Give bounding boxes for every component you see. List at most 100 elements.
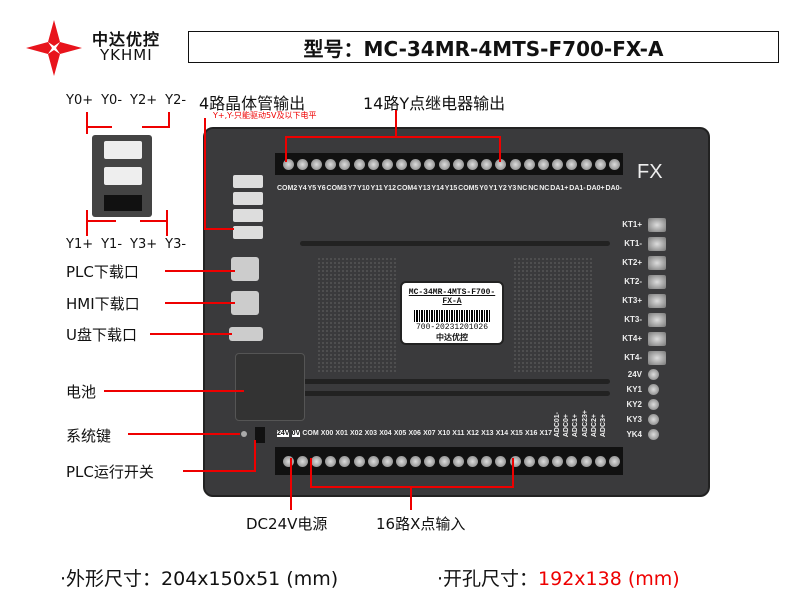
terminal-label: Y15 <box>444 185 458 192</box>
terminal-screw[interactable] <box>647 312 666 327</box>
terminal-screw[interactable] <box>282 158 294 170</box>
terminal-screw[interactable] <box>647 369 659 380</box>
terminal-label: X14 <box>495 430 509 437</box>
terminal-screw[interactable] <box>467 455 479 467</box>
terminal-screw[interactable] <box>647 414 659 425</box>
terminal-label: X01 <box>335 430 348 437</box>
terminal-screw[interactable] <box>282 455 294 467</box>
terminal-label: X06 <box>408 430 421 437</box>
terminal-label: X00 <box>320 430 334 437</box>
terminal-label: X07 <box>423 430 436 437</box>
terminal-screw[interactable] <box>310 455 322 467</box>
terminal-screw[interactable] <box>381 158 393 170</box>
terminal-screw[interactable] <box>367 455 379 467</box>
terminal-screw[interactable] <box>647 293 666 308</box>
terminal-screw[interactable] <box>647 429 659 440</box>
terminal-screw[interactable] <box>580 158 592 170</box>
terminal-screw[interactable] <box>509 455 521 467</box>
battery-cover[interactable] <box>235 353 305 421</box>
terminal-screw[interactable] <box>381 455 393 467</box>
terminal-screw[interactable] <box>296 158 308 170</box>
terminal-screw[interactable] <box>580 455 592 467</box>
barcode <box>414 310 490 322</box>
terminal-screw[interactable] <box>566 158 578 170</box>
terminal-screw[interactable] <box>647 255 666 270</box>
terminal-screw[interactable] <box>509 158 521 170</box>
terminal-screw[interactable] <box>647 274 666 289</box>
terminal-label: KY3 <box>626 415 642 424</box>
terminal-screw[interactable] <box>594 158 606 170</box>
terminal-screw[interactable] <box>647 217 666 232</box>
terminal-screw[interactable] <box>552 158 564 170</box>
terminal-label: DA1- <box>569 185 586 192</box>
terminal-screw[interactable] <box>523 158 535 170</box>
terminal-label: COM3 <box>326 185 347 192</box>
terminal-screw[interactable] <box>608 455 620 467</box>
y-bottom-labels: Y1+ Y1- Y3+ Y3- <box>66 237 186 252</box>
usb-a-port[interactable] <box>229 327 263 341</box>
terminal-label: X15 <box>510 430 523 437</box>
terminal-screw[interactable] <box>608 158 620 170</box>
terminal-label: COM4 <box>396 185 418 192</box>
terminal-screw[interactable] <box>495 455 507 467</box>
terminal-screw[interactable] <box>424 158 436 170</box>
plc-usb-port[interactable] <box>231 257 259 281</box>
terminal-screw[interactable] <box>647 350 666 365</box>
terminal-screw[interactable] <box>367 158 379 170</box>
terminal-label: KT4- <box>624 353 642 362</box>
terminal-screw[interactable] <box>438 158 450 170</box>
system-key[interactable] <box>241 431 247 437</box>
terminal-label: YK4 <box>626 430 642 439</box>
label-brand: 中达优控 <box>436 333 468 342</box>
terminal-screw[interactable] <box>339 158 351 170</box>
terminal-label: Y6 <box>317 185 326 192</box>
y-label: Y2+ <box>130 93 158 108</box>
terminal-screw[interactable] <box>552 455 564 467</box>
terminal-screw[interactable] <box>325 455 337 467</box>
terminal-label: KY1 <box>626 385 642 394</box>
terminal-screw[interactable] <box>481 455 493 467</box>
speaker-grille <box>513 257 593 372</box>
top-terminal-strip <box>275 153 623 175</box>
terminal-screw[interactable] <box>481 158 493 170</box>
y-label: Y3+ <box>130 237 158 252</box>
terminal-screw[interactable] <box>647 384 659 395</box>
run-switch[interactable] <box>255 427 265 443</box>
terminal-label: Y5 <box>307 185 317 192</box>
terminal-screw[interactable] <box>467 158 479 170</box>
terminal-screw[interactable] <box>296 455 308 467</box>
system-key-label: 系统键 <box>66 427 112 445</box>
terminal-screw[interactable] <box>396 455 408 467</box>
terminal-screw[interactable] <box>424 455 436 467</box>
terminal-screw[interactable] <box>325 158 337 170</box>
terminal-screw[interactable] <box>339 455 351 467</box>
terminal-screw[interactable] <box>647 399 659 410</box>
terminal-screw[interactable] <box>353 455 365 467</box>
terminal-label: ADC23+ <box>581 409 589 437</box>
terminal-screw[interactable] <box>310 158 322 170</box>
terminal-screw[interactable] <box>396 158 408 170</box>
hmi-port-label: HMI下载口 <box>66 295 140 313</box>
terminal-screw[interactable] <box>647 331 666 346</box>
terminal-screw[interactable] <box>410 158 422 170</box>
terminal-screw[interactable] <box>566 455 578 467</box>
terminal-label: ADC0+ <box>563 413 571 437</box>
terminal-screw[interactable] <box>537 158 549 170</box>
terminal-screw[interactable] <box>523 455 535 467</box>
terminal-screw[interactable] <box>353 158 365 170</box>
terminal-screw[interactable] <box>647 236 666 251</box>
terminal-screw[interactable] <box>594 455 606 467</box>
terminal-screw[interactable] <box>537 455 549 467</box>
hmi-usb-port[interactable] <box>231 291 259 315</box>
terminal-label: DA0+ <box>586 185 605 192</box>
terminal-screw[interactable] <box>495 158 507 170</box>
terminal-label: KT4+ <box>622 334 642 343</box>
terminal-screw[interactable] <box>410 455 422 467</box>
terminal-label: KT2+ <box>622 258 642 267</box>
terminal-screw[interactable] <box>452 455 464 467</box>
terminal-screw[interactable] <box>452 158 464 170</box>
terminal-label: Y4 <box>298 185 307 192</box>
speaker-grille <box>317 257 397 372</box>
terminal-screw[interactable] <box>438 455 450 467</box>
